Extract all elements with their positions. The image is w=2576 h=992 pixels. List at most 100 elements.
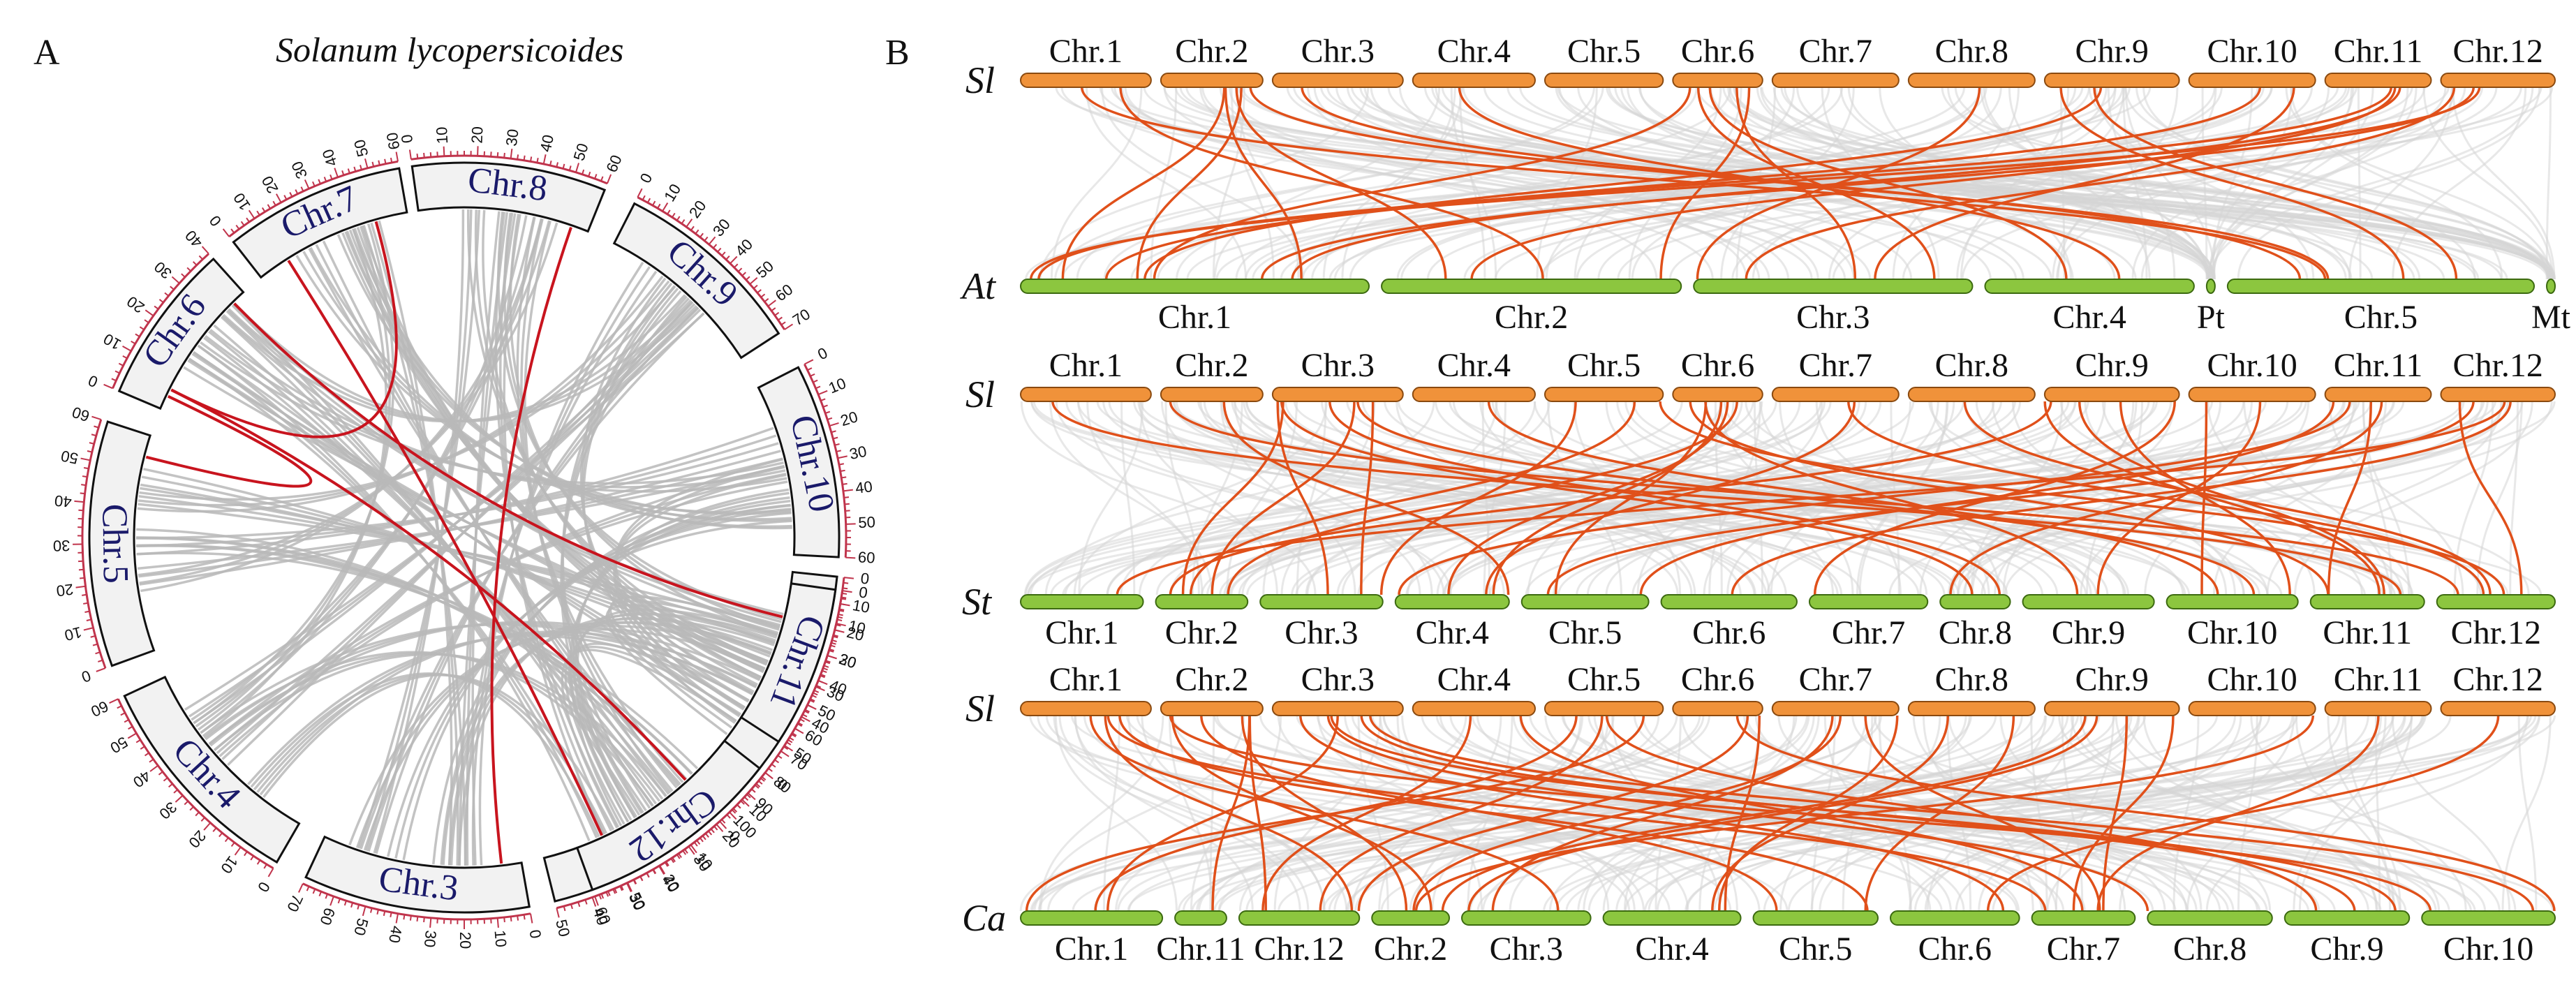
syntenic-link (1291, 87, 2401, 280)
scale-tick (523, 155, 526, 161)
background-link (2209, 87, 2293, 280)
top-chromosome-bar (2188, 73, 2316, 88)
scale-tick (726, 814, 731, 819)
top-chromosome-label: Chr.5 (1567, 33, 1641, 70)
scale-tick-label: 0 (637, 170, 656, 186)
syntenic-link (1037, 87, 2392, 280)
scale-tick-label: 0 (398, 133, 416, 145)
scale-tick-label: 50 (552, 918, 573, 939)
chromosome-box (575, 739, 762, 891)
scale-tick (633, 879, 637, 884)
scale-tick (672, 212, 676, 218)
bottom-chromosome-label: Chr.5 (2344, 299, 2418, 336)
background-link (1023, 401, 1683, 595)
scale-tick (91, 415, 102, 420)
scale-tick (149, 758, 154, 763)
top-chromosome-label: Chr.7 (1799, 661, 1872, 698)
scale-tick (843, 582, 849, 584)
background-link (2476, 401, 2523, 595)
scale-tick (87, 450, 93, 453)
scale-tick-label: 10 (433, 126, 451, 145)
scale-arc (594, 771, 767, 898)
background-link (1086, 87, 1248, 280)
background-link (2208, 87, 2374, 280)
scale-tick (517, 915, 519, 921)
bottom-chromosome-bar (1939, 594, 2011, 609)
background-link (1278, 715, 2395, 912)
background-link (1488, 401, 2395, 595)
scale-tick (834, 443, 840, 446)
top-chromosome-label: Chr.6 (1681, 661, 1754, 698)
scale-tick (163, 777, 168, 782)
scale-tick (731, 809, 736, 814)
scale-tick (704, 236, 709, 242)
scale-tick (591, 896, 597, 907)
scale-tick (350, 902, 354, 908)
background-link (1086, 401, 1204, 595)
scale-arc (783, 590, 844, 746)
scale-tick (95, 651, 101, 655)
top-chromosome-label: Chr.7 (1799, 33, 1872, 70)
scale-tick (794, 727, 800, 732)
scale-tick-label: 20 (185, 827, 209, 852)
top-chromosome-bar (2043, 701, 2180, 716)
syntenic-link (1211, 401, 1356, 595)
scale-tick (652, 200, 656, 206)
top-species-label: Sl (965, 373, 995, 415)
top-chromosome-bar (2043, 73, 2180, 88)
scale-tick (517, 154, 519, 160)
background-link (1756, 87, 2209, 280)
scale-tick (570, 903, 573, 910)
scale-tick (829, 422, 839, 427)
scale-tick (135, 333, 140, 338)
bottom-chromosome-bar (1259, 594, 1384, 609)
syntenic-link (1299, 715, 2005, 912)
scale-tick (594, 174, 598, 179)
top-chromosome-label: Chr.10 (2207, 347, 2297, 384)
scale-tick (186, 267, 191, 272)
background-link (1072, 715, 2298, 912)
scale-tick (664, 861, 669, 867)
scale-tick (837, 616, 843, 619)
scale-tick (353, 166, 357, 172)
syntenic-link (2093, 87, 2458, 280)
scale-tick (224, 837, 229, 843)
circos-link (309, 246, 792, 528)
syntenic-link (1051, 401, 2402, 595)
syntenic-link (1412, 715, 1842, 912)
scale-tick (764, 771, 773, 780)
chromosome-box (123, 675, 301, 864)
scale-tick-label: 50 (570, 141, 592, 163)
bottom-chromosome-bar (1602, 910, 1742, 926)
scale-tick (693, 841, 698, 847)
chromosome-box (757, 366, 841, 558)
background-link (1049, 401, 1213, 595)
syntenic-link (1025, 715, 1645, 912)
background-link (1450, 87, 1497, 280)
syntenic-link (1106, 715, 2047, 912)
syntenic-link (2102, 715, 2129, 912)
scale-tick (577, 901, 581, 908)
top-chromosome-bar (2440, 387, 2556, 402)
scale-tick (721, 819, 726, 824)
scale-tick (614, 888, 618, 894)
circos-link (193, 223, 395, 725)
top-chromosome-label: Chr.2 (1175, 661, 1248, 698)
scale-tick (189, 806, 194, 811)
chromosome-box (612, 202, 780, 360)
syntenic-link (1470, 87, 2397, 280)
syntenic-link (1874, 87, 2295, 280)
top-chromosome-bar (2188, 701, 2316, 716)
background-link (2201, 87, 2208, 280)
scale-tick (659, 865, 666, 875)
background-link (2061, 715, 2084, 912)
scale-tick (306, 886, 310, 891)
background-link (1231, 401, 1843, 595)
scale-tick (713, 244, 718, 249)
scale-tick (771, 307, 776, 311)
top-chromosome-bar (1544, 387, 1664, 402)
scale-tick (92, 643, 98, 646)
circos-link (137, 465, 785, 570)
scale-tick (681, 219, 686, 224)
